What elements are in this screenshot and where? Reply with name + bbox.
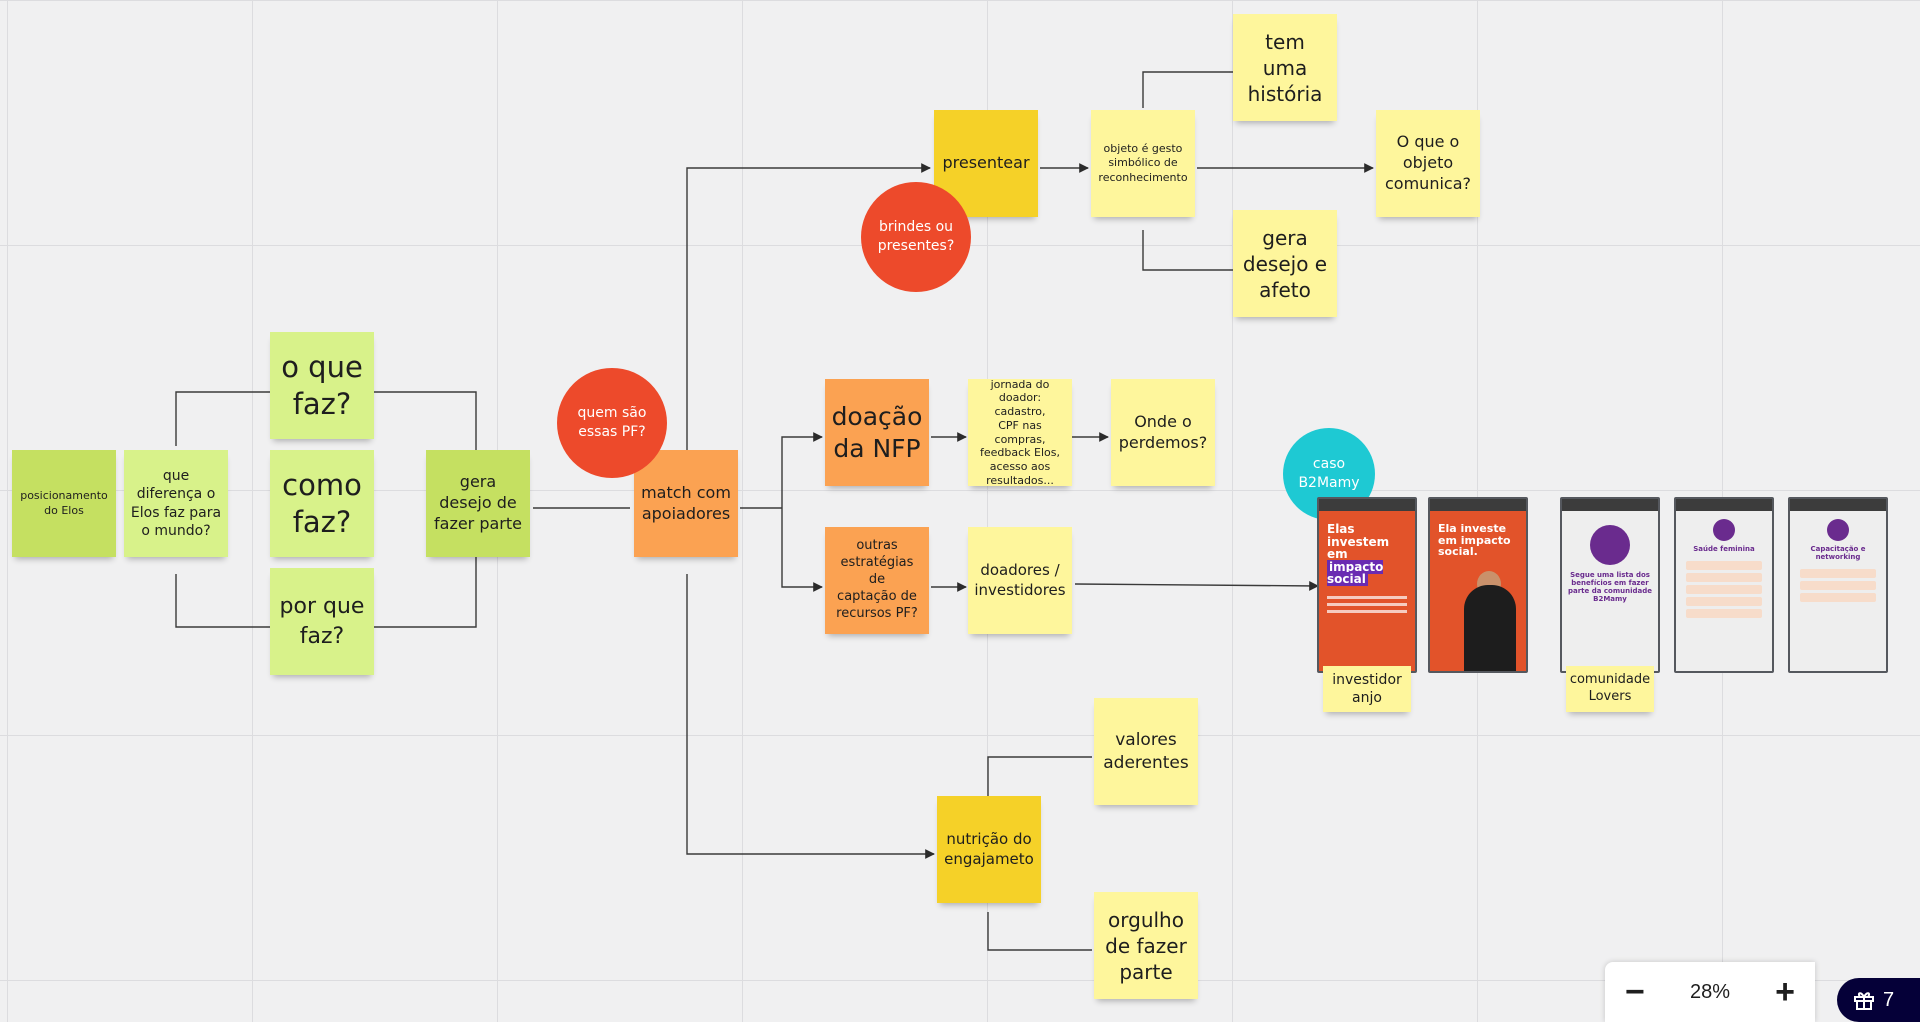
sticky-objeto-gesto[interactable]: objeto é gesto simbólico de reconhecimen… bbox=[1091, 110, 1195, 217]
sticky-posicionamento[interactable]: posicionamento do Elos bbox=[12, 450, 116, 557]
zoom-out-button[interactable]: − bbox=[1625, 973, 1645, 1011]
connector-to-doacao bbox=[781, 432, 823, 508]
gift-button[interactable]: 7 bbox=[1837, 978, 1920, 1022]
b2mamy-logo-icon bbox=[1590, 525, 1630, 565]
screenshot-headline: Elas investem em impacto social bbox=[1327, 522, 1390, 587]
b2mamy-logo-icon bbox=[1713, 519, 1735, 541]
screenshot-title: Saúde feminina bbox=[1693, 545, 1755, 553]
zoom-toolbar: − 28% + bbox=[1605, 962, 1815, 1022]
sticky-match-apoiadores[interactable]: match com apoiadores bbox=[634, 450, 738, 557]
screenshot-comunidade[interactable]: Segue uma lista dos benefícios em fazer … bbox=[1560, 497, 1660, 673]
sticky-doacao-nfp[interactable]: doação da NFP bbox=[825, 379, 929, 486]
sticky-presentear[interactable]: presentear bbox=[934, 110, 1038, 217]
screenshot-status-bar bbox=[1430, 499, 1526, 511]
zoom-in-button[interactable]: + bbox=[1775, 973, 1795, 1011]
screenshot-status-bar bbox=[1319, 499, 1415, 511]
screenshot-status-bar bbox=[1562, 499, 1658, 511]
gift-icon bbox=[1854, 992, 1874, 1010]
circle-quem-sao-essas-pf[interactable]: quem são essas PF? bbox=[557, 368, 667, 478]
connector-match-to-nutricao bbox=[686, 574, 935, 859]
screenshot-saude-feminina[interactable]: Saúde feminina bbox=[1674, 497, 1774, 673]
circle-brindes-presentes[interactable]: brindes ou presentes? bbox=[861, 182, 971, 292]
sticky-nutricao-engajamento[interactable]: nutrição do engajameto bbox=[937, 796, 1041, 903]
sticky-outras-estrategias[interactable]: outras estratégias de captação de recurs… bbox=[825, 527, 929, 634]
sticky-doadores-investidores[interactable]: doadores / investidores bbox=[968, 527, 1072, 634]
connector-objeto-to-historia bbox=[1142, 71, 1233, 108]
screenshot-capacitacao[interactable]: Capacitação e networking bbox=[1788, 497, 1888, 673]
sticky-orgulho-fazer-parte[interactable]: orgulho de fazer parte bbox=[1094, 892, 1198, 999]
connector-brace-left bbox=[175, 391, 270, 628]
sticky-gera-desejo-afeto[interactable]: gera desejo e afeto bbox=[1233, 210, 1337, 317]
sticky-por-que-faz[interactable]: por que faz? bbox=[270, 568, 374, 675]
screenshot-ela-investe[interactable]: Ela investe em impacto social. bbox=[1428, 497, 1528, 673]
sticky-investidor-anjo[interactable]: investidor anjo bbox=[1323, 666, 1411, 712]
connector-nutricao-to-valores bbox=[987, 756, 1092, 796]
connector-nutricao-to-orgulho bbox=[987, 912, 1092, 951]
sticky-tem-historia[interactable]: tem uma história bbox=[1233, 14, 1337, 121]
sticky-onde-perdemos[interactable]: Onde o perdemos? bbox=[1111, 379, 1215, 486]
b2mamy-logo-icon bbox=[1827, 519, 1849, 541]
connector-objeto-to-afeto bbox=[1142, 230, 1233, 271]
connector-doadores-to-b2mamy bbox=[1074, 581, 1319, 591]
screenshot-headline: Ela investe em impacto social. bbox=[1438, 522, 1511, 559]
gift-count: 7 bbox=[1883, 988, 1895, 1011]
connector-to-outras bbox=[781, 508, 823, 592]
sticky-valores-aderentes[interactable]: valores aderentes bbox=[1094, 698, 1198, 805]
sticky-como-faz[interactable]: como faz? bbox=[270, 450, 374, 557]
sticky-comunidade-lovers[interactable]: comunidade Lovers bbox=[1566, 666, 1654, 712]
sticky-o-que-faz[interactable]: o que faz? bbox=[270, 332, 374, 439]
screenshot-status-bar bbox=[1676, 499, 1772, 511]
sticky-jornada-doador[interactable]: jornada do doador: cadastro, CPF nas com… bbox=[968, 378, 1072, 487]
screenshot-title: Capacitação e networking bbox=[1810, 545, 1866, 561]
connector-brace-right bbox=[373, 391, 477, 628]
sticky-gera-desejo-fazer-parte[interactable]: gera desejo de fazer parte bbox=[426, 450, 530, 557]
sticky-o-que-objeto-comunica[interactable]: O que o objeto comunica? bbox=[1376, 110, 1480, 217]
person-photo-body bbox=[1464, 585, 1516, 671]
screenshot-status-bar bbox=[1790, 499, 1886, 511]
zoom-level: 28% bbox=[1689, 980, 1731, 1003]
screenshot-text: Segue uma lista dos benefícios em fazer … bbox=[1568, 571, 1652, 603]
sticky-que-diferenca[interactable]: que diferença o Elos faz para o mundo? bbox=[124, 450, 228, 557]
screenshot-elas-investem[interactable]: Elas investem em impacto social bbox=[1317, 497, 1417, 673]
connector-match-to-presentear bbox=[686, 163, 931, 450]
